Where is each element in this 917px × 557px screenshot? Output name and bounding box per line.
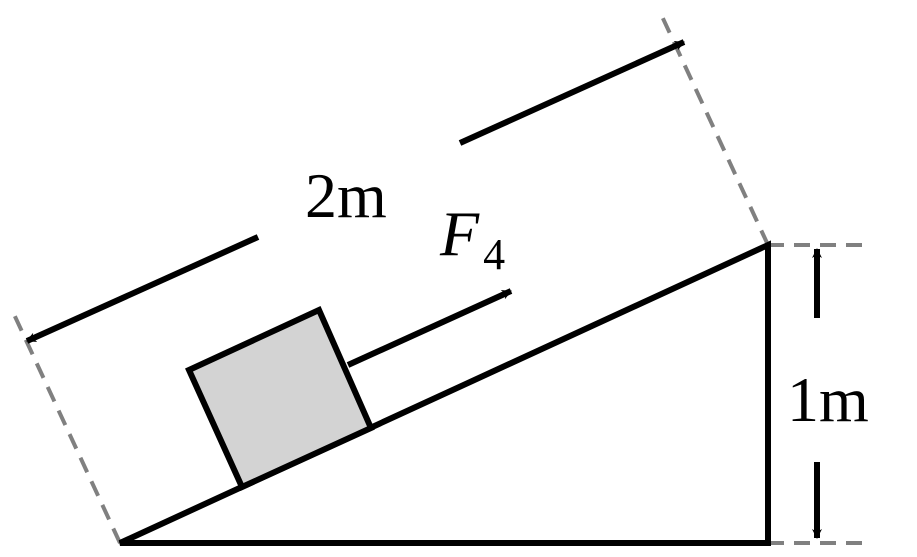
- dashed-right-guide: [658, 11, 770, 246]
- force-subscript: 4: [483, 230, 505, 279]
- length-arrow-upper: [458, 39, 686, 146]
- dashed-guides: [10, 11, 865, 545]
- dashed-left-guide: [10, 309, 122, 544]
- force-arrow: [346, 288, 513, 368]
- force-symbol: F: [439, 198, 480, 269]
- slope-length-label: 2m: [305, 160, 387, 231]
- height-label: 1m: [787, 364, 869, 435]
- block: [185, 305, 375, 491]
- force-label: F4: [439, 198, 505, 279]
- length-arrow-lower: [25, 234, 260, 344]
- incline-triangle: [118, 240, 771, 546]
